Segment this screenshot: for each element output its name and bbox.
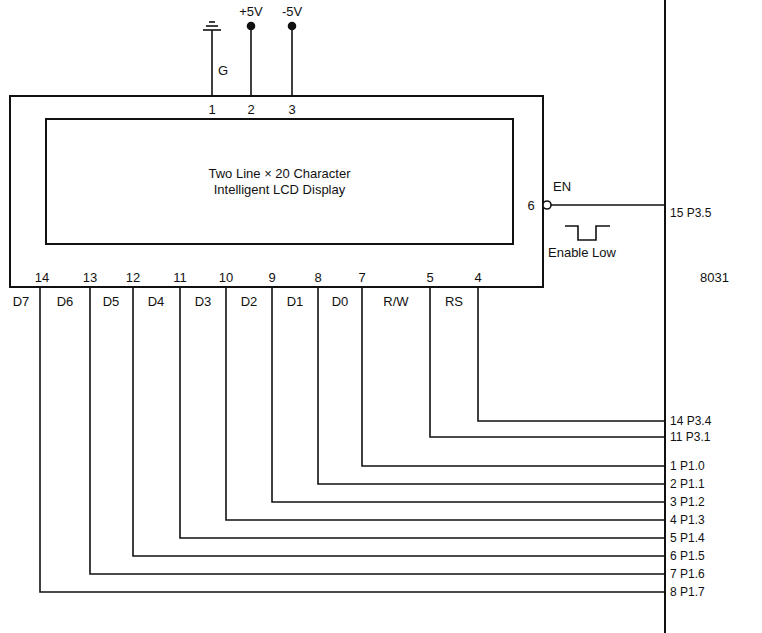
port-pin: 6 P1.5 <box>670 550 705 563</box>
power-wire <box>250 30 252 96</box>
signal-name: EN <box>553 179 571 194</box>
pin-number: 12 <box>126 270 140 285</box>
port-pin: 15 P3.5 <box>670 207 711 220</box>
signal-name: D3 <box>195 294 212 309</box>
pin-wire <box>430 287 665 437</box>
ground-symbol <box>203 29 221 31</box>
pin-wire <box>478 287 665 421</box>
pin-number: 3 <box>288 102 295 117</box>
pin-wire <box>90 287 665 574</box>
pin-number: 14 <box>35 270 49 285</box>
pin-wire <box>318 287 665 484</box>
inversion-bubble <box>543 201 551 209</box>
power-label: +5V <box>239 4 263 19</box>
signal-name: D6 <box>57 294 74 309</box>
pin-wire <box>362 287 665 466</box>
power-label: G <box>218 63 228 78</box>
pin-number: 9 <box>268 270 275 285</box>
ground-symbol <box>206 25 218 27</box>
note: Enable Low <box>548 245 616 260</box>
pin-wire <box>226 287 665 520</box>
pin-number: 13 <box>83 270 97 285</box>
enable-wire <box>551 204 665 206</box>
pin-number: 8 <box>314 270 321 285</box>
port-pin: 1 P1.0 <box>670 460 705 473</box>
pin-wire <box>133 287 665 556</box>
signal-name: D2 <box>241 294 258 309</box>
lcd-display: Two Line × 20 Character Intelligent LCD … <box>45 118 514 245</box>
port-pin: 7 P1.6 <box>670 568 705 581</box>
port-pin: 5 P1.4 <box>670 532 705 545</box>
signal-name: D7 <box>13 294 30 309</box>
pin-number: 5 <box>426 270 433 285</box>
pin-number: 4 <box>474 270 481 285</box>
pin-number: 10 <box>219 270 233 285</box>
signal-name: D1 <box>287 294 304 309</box>
signal-name: R/W <box>383 294 408 309</box>
signal-name: D5 <box>103 294 120 309</box>
wire-group <box>40 287 665 592</box>
display-title: Two Line × 20 Character Intelligent LCD … <box>185 166 375 198</box>
pin-number: 11 <box>173 270 187 285</box>
port-pin: 8 P1.7 <box>670 586 705 599</box>
port-pin: 3 P1.2 <box>670 496 705 509</box>
pin-number: 2 <box>247 102 254 117</box>
power-wire <box>291 30 293 96</box>
signal-name: D4 <box>148 294 165 309</box>
chip-name: 8031 <box>700 270 729 285</box>
ground-wire <box>211 30 213 96</box>
pin-wire <box>180 287 665 538</box>
pin-wire <box>40 287 665 592</box>
pin-number: 1 <box>208 102 215 117</box>
pulse-symbol <box>565 226 610 240</box>
power-label: -5V <box>282 4 302 19</box>
signal-name: RS <box>445 294 463 309</box>
module-housing <box>10 96 543 287</box>
ground-symbol <box>209 21 215 23</box>
signal-name: D0 <box>332 294 349 309</box>
port-pin: 11 P3.1 <box>670 431 710 444</box>
pin-number: 7 <box>358 270 365 285</box>
terminal-dot <box>289 23 296 30</box>
terminal-dot <box>248 23 255 30</box>
port-pin: 14 P3.4 <box>670 415 711 428</box>
port-pin: 4 P1.3 <box>670 514 705 527</box>
pin-wire <box>272 287 665 502</box>
pin-number: 6 <box>527 198 534 213</box>
port-pin: 2 P1.1 <box>670 478 705 491</box>
